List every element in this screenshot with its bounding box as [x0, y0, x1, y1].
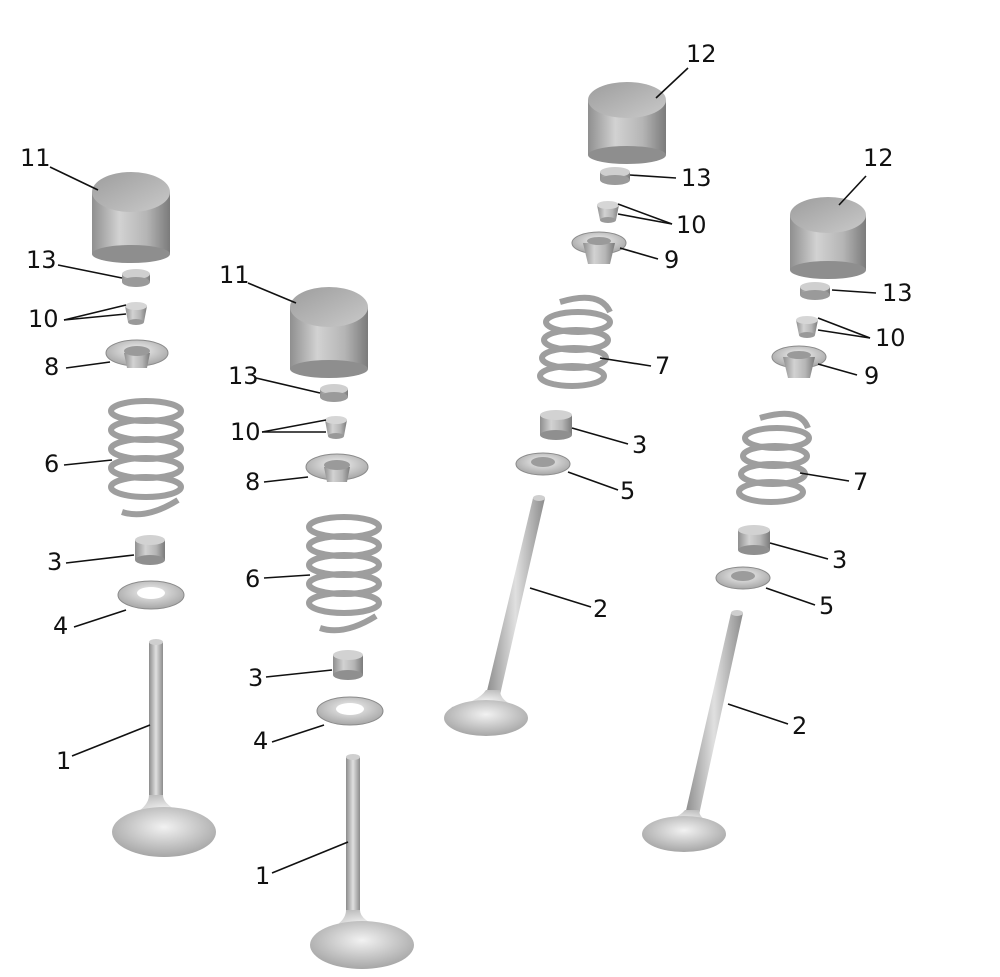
valve-assembly-a [92, 172, 216, 857]
valve-assembly-b [290, 287, 414, 969]
valve-cotters-10c [597, 201, 619, 223]
valve-2d [642, 610, 743, 852]
label-4-b: 4 [253, 727, 268, 755]
label-1-a: 1 [56, 747, 71, 775]
valve-assembly-c [444, 82, 666, 736]
valve-stem-seal-3c [540, 410, 572, 440]
label-11-a: 11 [20, 144, 51, 172]
valve-stem-seal-3d [738, 525, 770, 555]
label-12-d: 12 [863, 144, 894, 172]
valve-stem-seal-3b [333, 650, 363, 680]
label-3-c: 3 [632, 431, 647, 459]
valve-1b [310, 754, 414, 969]
valve-spring-6b [306, 514, 382, 634]
valve-cotters-10b [325, 416, 347, 439]
label-10-a: 10 [28, 305, 59, 333]
shim-13b [320, 384, 348, 402]
valve-spring-7c [537, 294, 613, 389]
spring-retainer-9c [571, 231, 627, 264]
label-2-d: 2 [792, 712, 807, 740]
label-6-b: 6 [245, 565, 260, 593]
label-13-d: 13 [882, 279, 913, 307]
leader-lines [49, 67, 877, 874]
spring-seat-5c [515, 452, 571, 476]
bucket-tappet-11a [92, 172, 170, 263]
label-5-d: 5 [819, 592, 834, 620]
spring-seat-5d [715, 566, 771, 590]
valve-cotters-10d [796, 316, 818, 338]
spring-retainer-9d [771, 345, 827, 378]
label-13-b: 13 [228, 362, 259, 390]
valve-cotters-10a [125, 302, 147, 325]
label-3-b: 3 [248, 664, 263, 692]
label-10-c: 10 [676, 211, 707, 239]
shim-13d [800, 282, 830, 300]
label-10-b: 10 [230, 418, 261, 446]
spring-seat-4b [316, 696, 384, 726]
valve-spring-6a [108, 398, 184, 518]
label-12-c: 12 [686, 40, 717, 68]
label-10-d: 10 [875, 324, 906, 352]
label-4-a: 4 [53, 612, 68, 640]
label-1-b: 1 [255, 862, 270, 890]
label-5-c: 5 [620, 477, 635, 505]
label-6-a: 6 [44, 450, 59, 478]
label-7-c: 7 [655, 352, 670, 380]
valve-1a [112, 639, 216, 857]
label-3-d: 3 [832, 546, 847, 574]
label-8-a: 8 [44, 353, 59, 381]
spring-seat-4a [117, 580, 185, 610]
shim-13c [600, 167, 630, 185]
label-9-d: 9 [864, 362, 879, 390]
bucket-tappet-12d [790, 197, 866, 279]
shim-13a [122, 269, 150, 287]
bucket-tappet-11b [290, 287, 368, 378]
spring-retainer-8b [305, 453, 369, 482]
label-7-d: 7 [853, 468, 868, 496]
bucket-tappet-12c [588, 82, 666, 164]
label-8-b: 8 [245, 468, 260, 496]
label-13-a: 13 [26, 246, 57, 274]
valve-spring-7d [736, 410, 812, 505]
label-11-b: 11 [219, 261, 250, 289]
label-3-a: 3 [47, 548, 62, 576]
valve-assembly-d [642, 197, 866, 852]
label-13-c: 13 [681, 164, 712, 192]
valve-stem-seal-3a [135, 535, 165, 565]
spring-retainer-8a [105, 339, 169, 368]
label-2-c: 2 [593, 595, 608, 623]
valve-2c [444, 495, 545, 736]
part-labels: 11 13 10 8 6 3 4 1 11 13 10 8 6 3 4 1 12… [20, 40, 913, 890]
label-9-c: 9 [664, 246, 679, 274]
